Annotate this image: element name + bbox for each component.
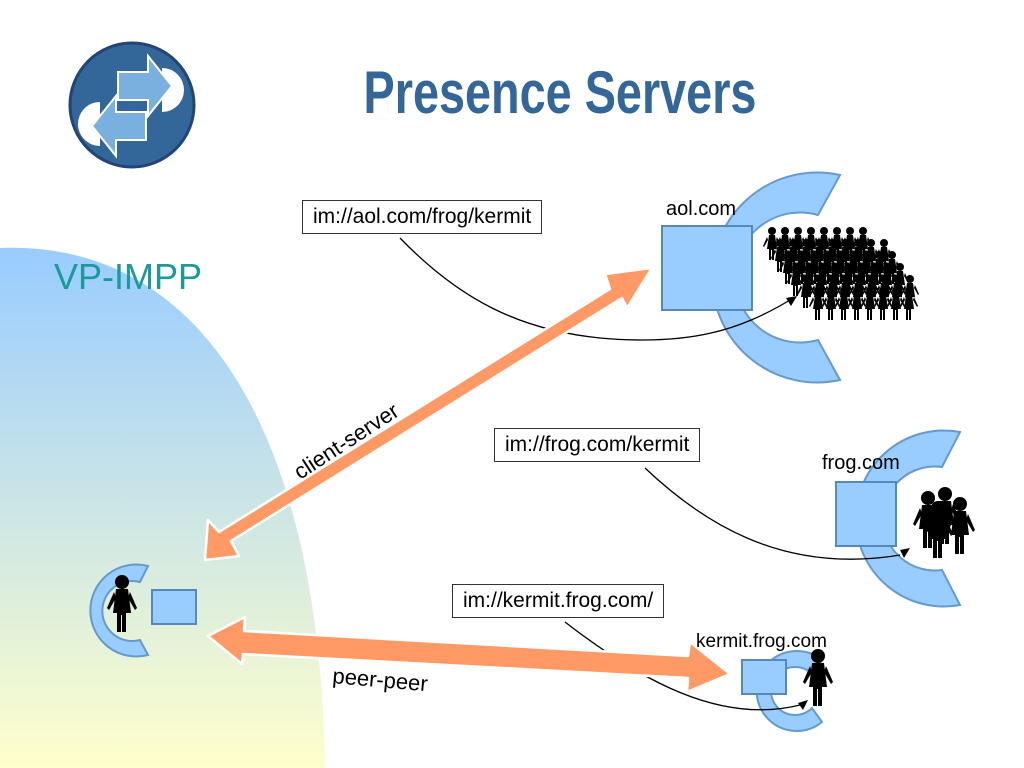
frog-people [913,487,975,558]
client-node [89,563,197,658]
slide-subtitle: VP-IMPP [54,256,203,297]
url-box-aol: im://aol.com/frog/kermit [302,200,543,234]
aol-server-box [661,225,753,311]
server-label-aol: aol.com [666,198,737,220]
aol-crowd [763,227,919,320]
kermit-link-curve [564,621,801,711]
kermit-link-arrowhead [798,700,808,710]
aol-link-curve [399,237,791,341]
frog-link-curve [644,467,901,560]
aol-link-arrowhead [786,296,797,306]
server-label-frog: frog.com [822,452,900,474]
client-ring [89,563,150,658]
server-label-kermit: kermit.frog.com [696,631,827,652]
frog-link-arrowhead [900,548,910,558]
frog-server [835,429,975,608]
peer-peer-arrow [206,615,732,694]
frog-server-box [835,481,897,547]
peer-peer-label: peer-peer [332,663,429,696]
url-box-kermit: im://kermit.frog.com/ [452,584,665,618]
url-box-frog: im://frog.com/kermit [494,428,701,462]
slide-title: Presence Servers [363,59,757,126]
swap-arrows-logo-icon [68,41,196,169]
kermit-server-box [741,659,787,695]
aol-server [661,171,919,384]
client-server-arrow [203,266,654,562]
kermit-server [741,649,833,732]
client-box [151,589,197,625]
